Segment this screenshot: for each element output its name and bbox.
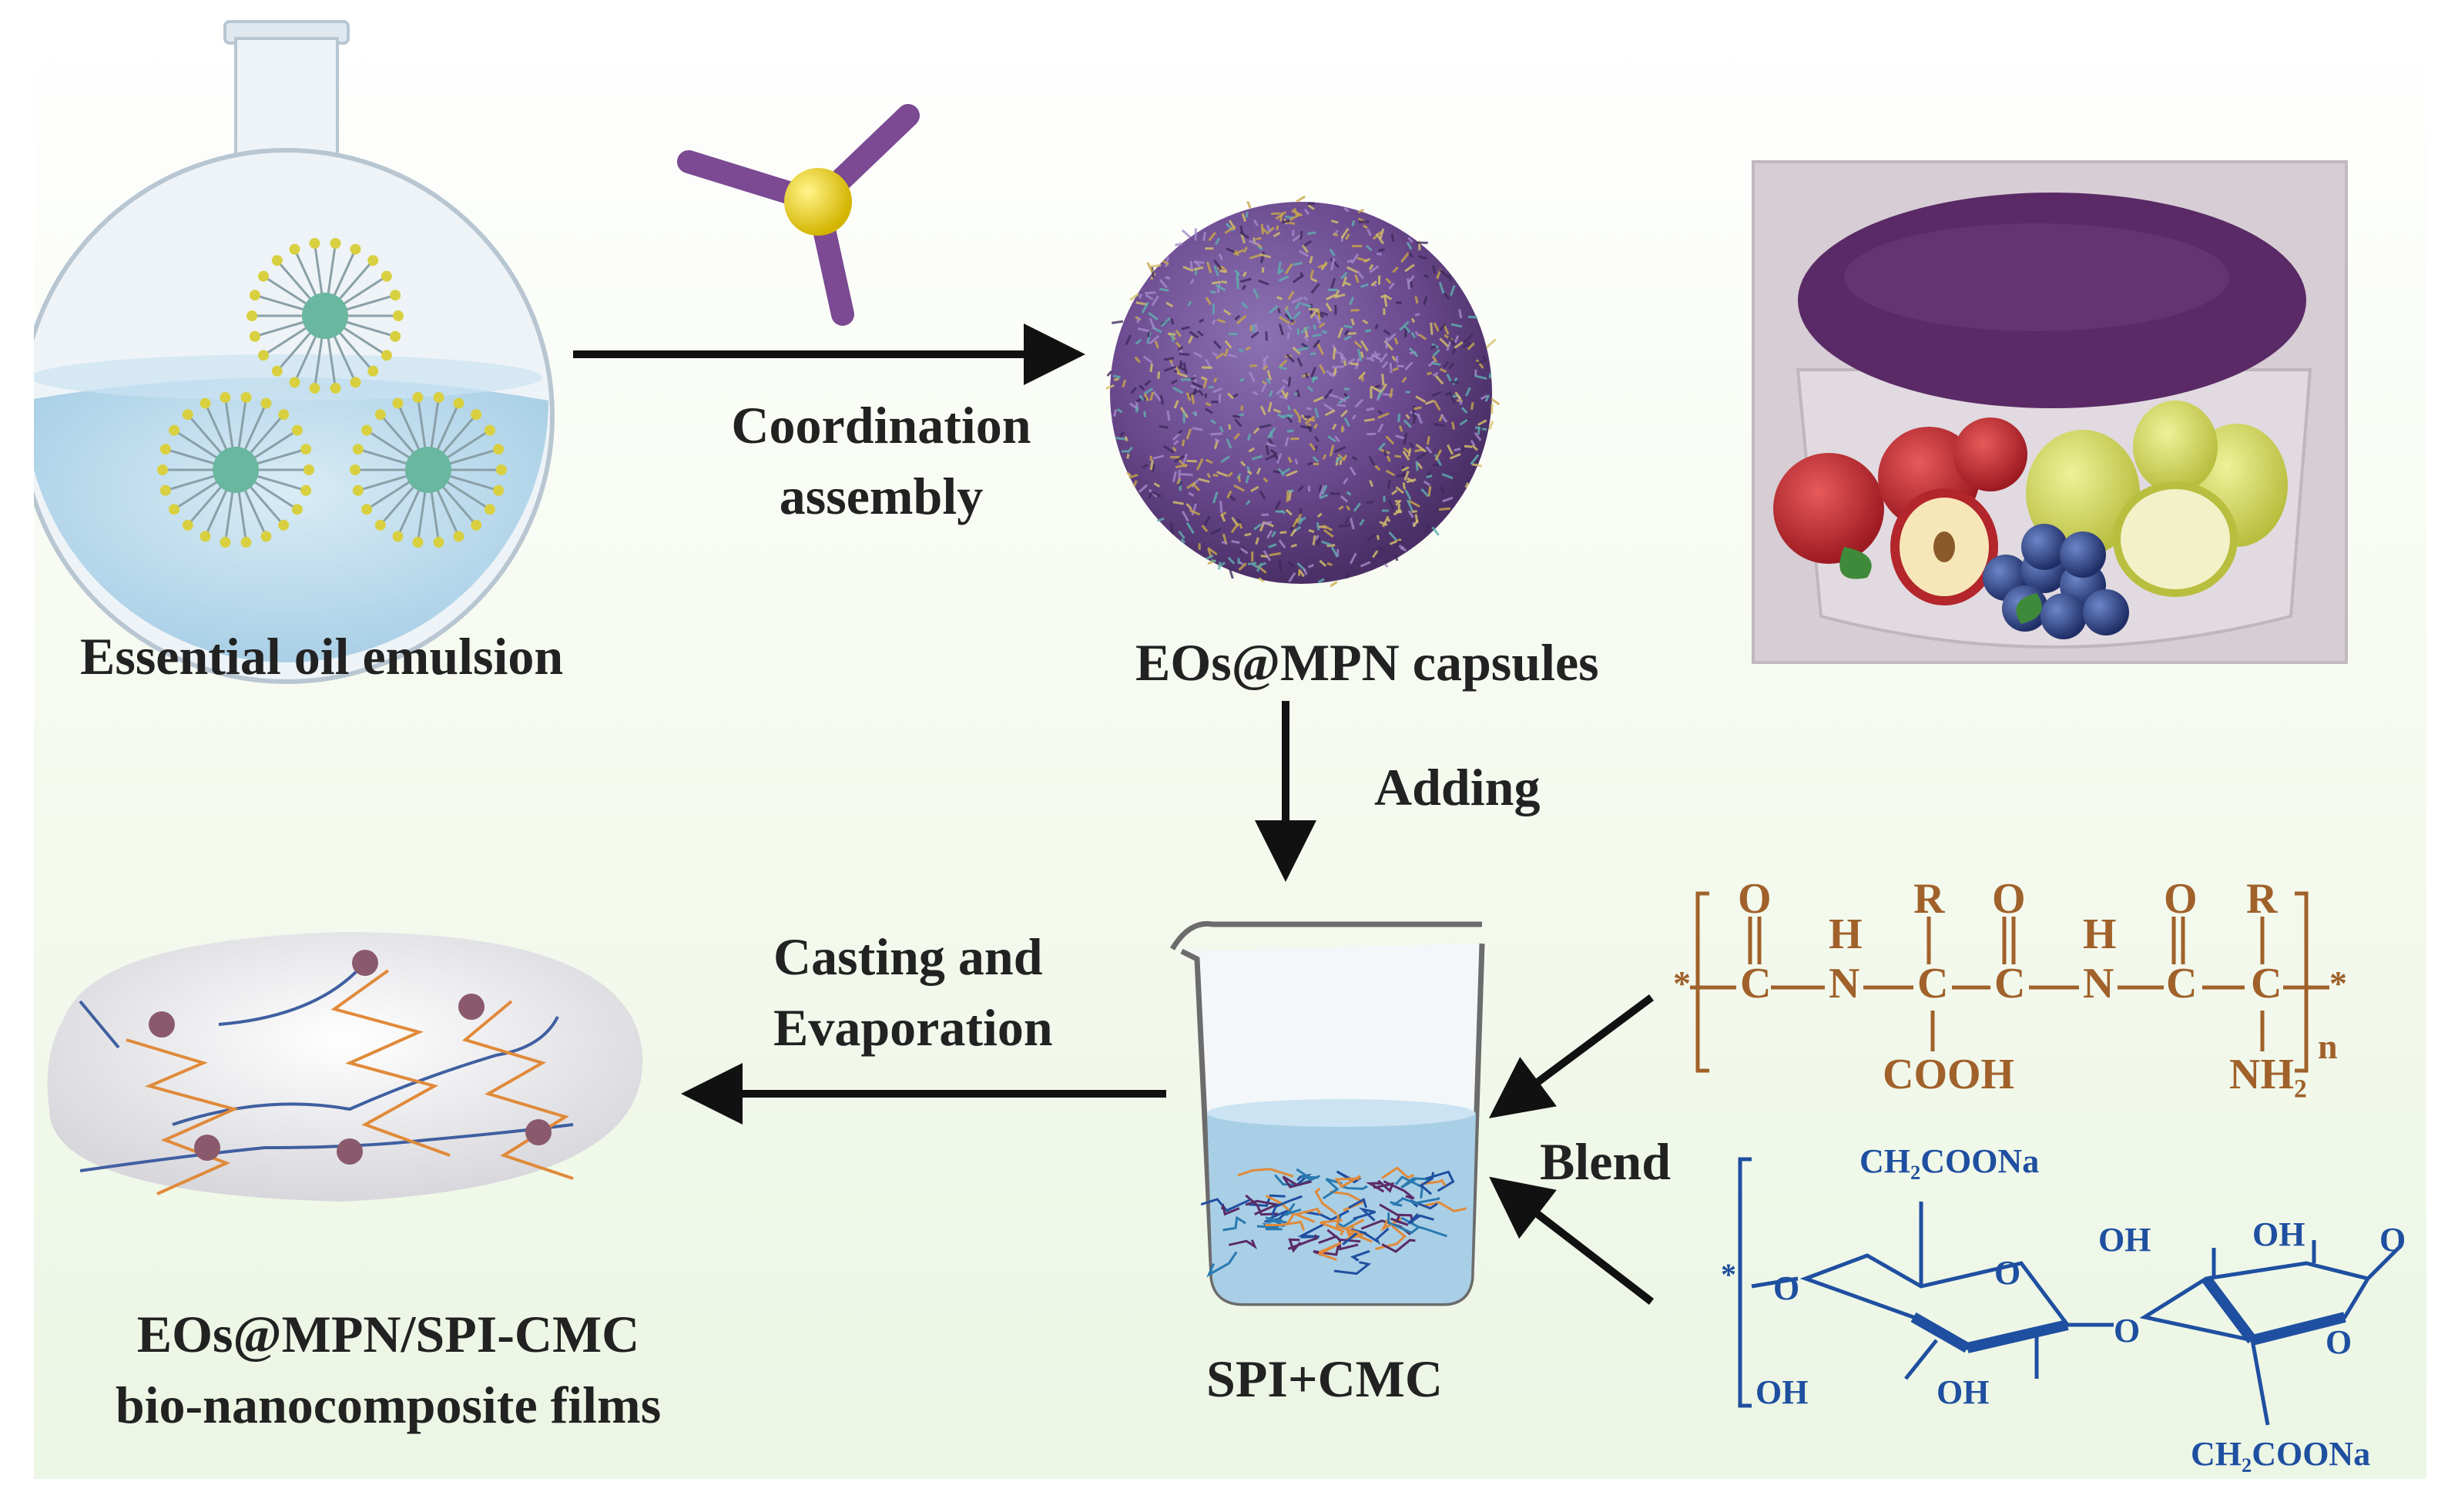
films-label-line1: EOs@MPN/SPI-CMC — [136, 1305, 640, 1363]
spi-atom-1: C — [1740, 960, 1772, 1007]
spi-atom-7: C — [1994, 960, 2026, 1007]
cmc-structure — [1738, 1157, 2400, 1426]
capsules-label: EOs@MPN capsules — [1135, 633, 1599, 692]
casting-label-line1: Casting and — [773, 927, 1043, 986]
metal-ligand-icon — [677, 104, 920, 326]
blend-arrow-cmc — [1489, 1176, 1655, 1305]
cmc-atom-8: OH — [1937, 1373, 1990, 1411]
spi-atom-13: C — [2251, 960, 2282, 1007]
blend-arrow-spi — [1488, 994, 1654, 1118]
cmc-atom-0: CH₂COONa — [1859, 1142, 2040, 1180]
spi-structure — [1690, 891, 2329, 1073]
emulsion-label: Essential oil emulsion — [80, 627, 564, 686]
films-label-line2: bio-nanocomposite films — [115, 1376, 662, 1434]
cmc-atom-5: O — [2114, 1312, 2141, 1349]
spi-atom-6: R — [1913, 875, 1945, 923]
cmc-atom-10: OH — [2252, 1215, 2305, 1253]
cmc-atom-7: OH — [1755, 1373, 1809, 1411]
spi-atom-10: H — [2083, 910, 2117, 958]
emulsion-micelles — [157, 237, 507, 548]
blend-label: Blend — [1540, 1132, 1672, 1191]
cmc-atom-9: OH — [2098, 1221, 2151, 1259]
flask — [34, 20, 555, 684]
spi-atom-2: O — [1738, 875, 1772, 923]
diagram-graphics — [34, 20, 2400, 1426]
cmc-atom-6: O — [2326, 1323, 2352, 1361]
adding-label: Adding — [1374, 758, 1541, 816]
cmc-atom-11: O — [2379, 1221, 2406, 1259]
mpn-capsule-sphere — [1105, 195, 1501, 588]
spi-atom-8: O — [1992, 875, 2026, 923]
spi-atom-0: * — [1673, 964, 1691, 1003]
composite-film — [47, 932, 643, 1202]
casting-label-line2: Evaporation — [773, 998, 1053, 1057]
spi-atom-12: O — [2164, 875, 2198, 923]
coordination-label-line1: Coordination — [731, 396, 1031, 454]
beaker — [1169, 920, 1485, 1306]
spi-atom-3: N — [1829, 960, 1860, 1007]
spi-atom-15: * — [2329, 964, 2347, 1003]
spi-atom-9: N — [2083, 960, 2114, 1007]
beaker-label: SPI+CMC — [1206, 1349, 1443, 1408]
packaged-fruit-image — [1752, 160, 2348, 664]
spi-atom-17: NH₂ — [2229, 1051, 2307, 1098]
spi-atom-18: n — [2318, 1027, 2338, 1066]
cmc-atom-4: O — [1994, 1254, 2021, 1292]
spi-atom-14: R — [2246, 875, 2278, 923]
cmc-atom-1: CH₂COONa — [2191, 1435, 2371, 1473]
cmc-atom-2: * — [1721, 1257, 1736, 1292]
spi-atom-11: C — [2166, 960, 2198, 1007]
cmc-atom-3: O — [1773, 1269, 1800, 1307]
diagram-canvas: Essential oil emulsion Coordination asse… — [34, 15, 2426, 1479]
spi-atom-4: H — [1829, 910, 1863, 958]
spi-atom-5: C — [1917, 960, 1949, 1007]
spi-atom-16: COOH — [1883, 1051, 2015, 1098]
coordination-label-line2: assembly — [779, 467, 984, 525]
